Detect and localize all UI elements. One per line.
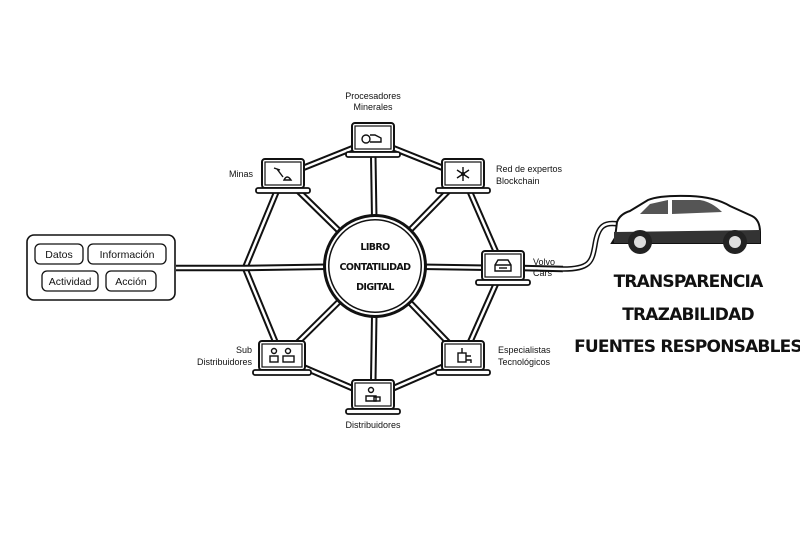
connection-line — [521, 266, 564, 271]
chip-actividad: Actividad — [41, 270, 99, 292]
label-sub-2: Distribuidores — [197, 357, 253, 367]
chip-label: Datos — [45, 249, 72, 261]
label-red-1: Red de expertos — [496, 164, 563, 174]
network-icon — [456, 167, 470, 181]
charging-cable — [562, 220, 619, 272]
pickaxe-icon — [273, 167, 293, 181]
chip-datos: Datos — [34, 243, 84, 265]
chip-informacion: Información — [87, 243, 167, 265]
chip-accion: Acción — [105, 270, 157, 292]
label-sub-1: Sub — [236, 345, 252, 355]
outcome-fuentes-responsables: FUENTES RESPONSABLES — [574, 337, 800, 357]
circuit-icon — [457, 348, 472, 363]
label-distribuidores: Distribuidores — [345, 420, 401, 430]
ore-processing-icon — [361, 134, 382, 144]
outcome-transparencia: TRANSPARENCIA — [614, 272, 765, 292]
label-procesadores-1: Procesadores — [345, 91, 401, 101]
laptop-red-expertos — [435, 158, 491, 194]
chip-label: Información — [100, 249, 155, 261]
laptop-volvo-cars — [475, 250, 531, 286]
laptop-sub-distribuidores — [252, 340, 312, 376]
car-icon — [494, 259, 512, 272]
car-illustration — [610, 194, 761, 254]
label-especialistas-1: Especialistas — [498, 345, 551, 355]
people-boxes-icon — [269, 347, 295, 363]
laptop-minas — [255, 158, 311, 194]
central-ledger: LIBRO CONTATILIDAD DIGITAL — [323, 214, 427, 318]
center-line-3: DIGITAL — [356, 282, 394, 293]
laptop-distribuidores — [345, 379, 401, 415]
label-volvo-1: Volvo — [533, 257, 555, 267]
outcome-trazabilidad: TRAZABILIDAD — [622, 305, 754, 325]
chip-label: Acción — [115, 276, 147, 288]
label-especialistas-2: Tecnológicos — [498, 357, 551, 367]
label-red-2: Blockchain — [496, 176, 540, 186]
center-line-1: LIBRO — [360, 242, 390, 253]
chip-label: Actividad — [49, 276, 92, 288]
label-volvo-2: Cars — [533, 268, 553, 278]
data-box: Datos Información Actividad Acción — [26, 234, 176, 301]
label-procesadores-2: Minerales — [353, 102, 393, 112]
person-box-icon — [365, 386, 381, 402]
laptop-procesadores — [345, 122, 401, 158]
label-minas: Minas — [229, 169, 254, 179]
center-line-2: CONTATILIDAD — [340, 262, 412, 273]
laptop-especialistas — [435, 340, 491, 376]
